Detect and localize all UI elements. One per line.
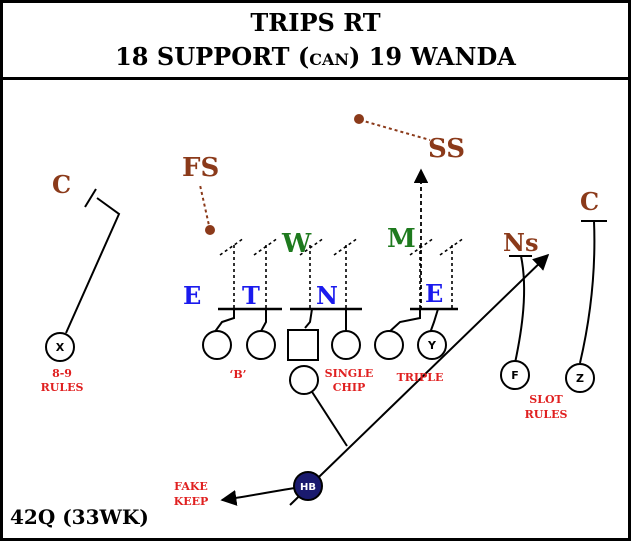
player-x xyxy=(45,332,75,362)
title-line-2-before: 18 SUPPORT ( xyxy=(115,42,310,71)
player-hb xyxy=(293,471,323,501)
label-e-left: E xyxy=(183,281,201,310)
player-f xyxy=(500,360,530,390)
title-line-2: 18 SUPPORT (CAN) 19 WANDA xyxy=(0,42,631,71)
block-c xyxy=(304,308,313,329)
label-x: X xyxy=(56,341,65,354)
note-rules-89-line2: RULES xyxy=(41,381,84,394)
gap-tick-2 xyxy=(253,237,279,256)
gap-tick-6 xyxy=(439,237,465,256)
dline-labels: E T N E xyxy=(183,279,443,310)
label-n: N xyxy=(316,281,338,310)
fs-dot xyxy=(205,225,215,235)
note-slot-rules-line1: SLOT xyxy=(529,393,563,406)
label-ss: SS xyxy=(428,134,465,164)
note-fake-keep-line2: KEEP xyxy=(174,495,209,508)
label-f: F xyxy=(511,369,519,382)
slot-route xyxy=(514,255,526,364)
note-slot-rules-line2: RULES xyxy=(525,408,568,421)
label-e-right: E xyxy=(425,279,443,308)
gap-tick-3 xyxy=(299,237,325,256)
ss-drop-line xyxy=(359,119,431,141)
left-corner-route xyxy=(65,197,121,334)
label-y: Y xyxy=(427,339,437,352)
block-lt xyxy=(213,309,235,334)
dline-gap-lines xyxy=(219,237,465,310)
ss-dot xyxy=(354,114,364,124)
title-line-1: TRIPS RT xyxy=(250,8,381,37)
title-box: TRIPS RT 18 SUPPORT (CAN) 19 WANDA xyxy=(0,0,631,80)
left-corner-coverage xyxy=(65,188,121,334)
gap-tick-5 xyxy=(409,237,435,256)
gap-tick-1 xyxy=(219,237,245,256)
label-z: Z xyxy=(576,372,584,385)
block-rt xyxy=(387,309,421,334)
fs-drop-line xyxy=(199,184,211,231)
player-lt xyxy=(202,330,232,360)
player-center xyxy=(287,329,319,361)
note-single-chip-line2: CHIP xyxy=(333,381,366,394)
label-c-right: C xyxy=(580,187,599,216)
title-line-2-after: ) 19 WANDA xyxy=(349,42,516,71)
label-ns: Ns xyxy=(503,228,538,257)
label-hb: HB xyxy=(300,482,316,493)
note-fake-keep-line1: FAKE xyxy=(174,480,208,493)
ol-blocks xyxy=(213,308,439,334)
left-corner-tbar xyxy=(84,188,97,208)
right-corner-coverage xyxy=(579,220,607,364)
title-line-2-small: CAN xyxy=(309,50,349,69)
player-rt xyxy=(374,330,404,360)
note-rules-89-line1: 8-9 xyxy=(52,367,72,380)
note-triple: TRIPLE xyxy=(397,371,444,384)
linebacker-labels: W M xyxy=(281,224,416,259)
note-b-gap: ‘B’ xyxy=(230,368,247,381)
slant-route-to-ns xyxy=(289,253,550,506)
player-fb xyxy=(289,365,319,395)
secondary-labels: C FS SS Ns C xyxy=(52,134,599,257)
player-rg xyxy=(331,330,361,360)
label-fs: FS xyxy=(182,153,219,183)
right-corner-route xyxy=(579,220,596,364)
label-t: T xyxy=(242,281,260,310)
player-lg xyxy=(246,330,276,360)
offense-labels: X Y F Z HB xyxy=(56,339,584,493)
slot-coverage xyxy=(509,255,532,364)
label-m: M xyxy=(387,224,416,254)
block-lg xyxy=(259,309,267,334)
annotation-notes: 8-9 RULES ‘B’ SINGLE CHIP TRIPLE SLOT RU… xyxy=(41,367,568,508)
player-z xyxy=(565,363,595,393)
label-w: W xyxy=(281,229,312,259)
offense-players xyxy=(45,329,595,395)
label-c-left: C xyxy=(52,170,71,199)
note-single-chip-line1: SINGLE xyxy=(325,367,374,380)
gap-tick-4 xyxy=(333,237,359,256)
block-y xyxy=(429,308,439,334)
formation-code: 42Q (33WK) xyxy=(10,505,149,529)
player-y xyxy=(417,330,447,360)
